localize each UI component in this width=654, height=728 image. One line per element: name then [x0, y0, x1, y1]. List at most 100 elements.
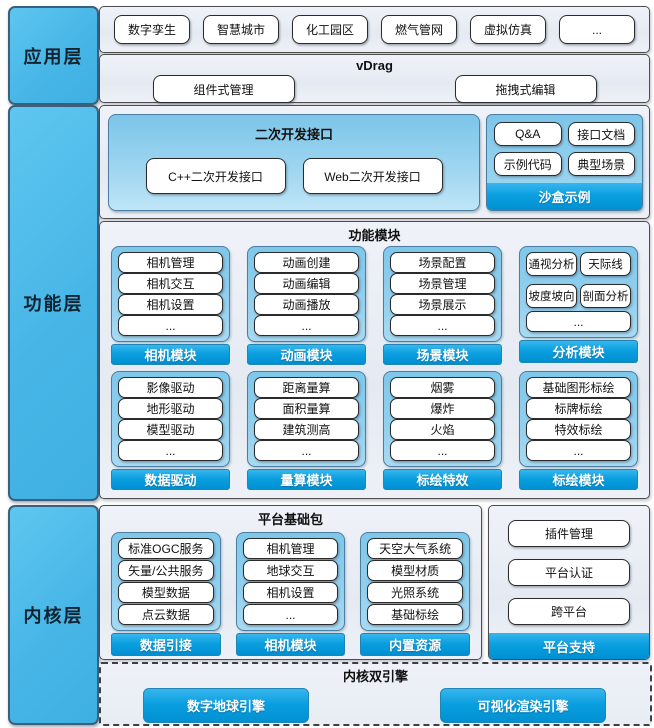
- module-item: 标准OGC服务: [118, 538, 214, 559]
- support-item-cross-platform: 跨平台: [508, 598, 630, 625]
- platform-base-modules: 标准OGC服务 矢量/公共服务 模型数据 点云数据 数据引接 相机管理 地球交互…: [111, 532, 470, 656]
- module-item: 场景管理: [390, 273, 495, 294]
- module-item: 模型驱动: [118, 419, 223, 440]
- function-modules-row2: 影像驱动 地形驱动 模型驱动 ... 数据驱动 距离量算 面积量算 建筑测高 .…: [111, 371, 638, 490]
- app-chip-digital-twin: 数字孪生: [114, 15, 190, 44]
- module-item: 天际线: [580, 252, 631, 276]
- dual-engine-panel: 内核双引擎 数字地球引擎 可视化渲染引擎: [99, 662, 652, 726]
- app-chip-chemical-park: 化工园区: [292, 15, 368, 44]
- layer-label-application: 应用层: [8, 6, 99, 105]
- module-item: 动画创建: [254, 252, 359, 273]
- module-item: 地球交互: [242, 560, 339, 581]
- module-item: 剖面分析: [580, 284, 631, 308]
- module-item: 光照系统: [367, 582, 463, 603]
- sandbox-footer: 沙盒示例: [487, 183, 642, 210]
- module-footer-plot-effects: 标绘特效: [383, 469, 502, 490]
- module-footer-measurement: 量算模块: [247, 469, 366, 490]
- module-item-more: ...: [390, 315, 495, 336]
- module-footer-data-access: 数据引接: [111, 633, 221, 656]
- module-item: 场景展示: [390, 294, 495, 315]
- vdrag-items: 组件式管理 拖拽式编辑: [100, 75, 649, 103]
- app-chip-virtual-simulation: 虚拟仿真: [470, 15, 546, 44]
- sdk-box: 二次开发接口 C++二次开发接口 Web二次开发接口: [108, 114, 480, 211]
- function-modules-panel: 功能模块 相机管理 相机交互 相机设置 ... 相机模块 动画创建 动画编辑 动…: [99, 221, 650, 499]
- layer-label-function: 功能层: [8, 105, 99, 501]
- sdk-item-web: Web二次开发接口: [302, 158, 443, 194]
- development-panel: 二次开发接口 C++二次开发接口 Web二次开发接口 Q&A 接口文档 示例代码…: [99, 105, 650, 219]
- module-footer-scene: 场景模块: [383, 344, 502, 365]
- engine-visual-rendering: 可视化渲染引擎: [440, 688, 606, 723]
- module-item-more: ...: [118, 440, 223, 461]
- module-item: 地形驱动: [118, 398, 223, 419]
- module-footer-animation: 动画模块: [247, 344, 366, 365]
- module-item: 动画编辑: [254, 273, 359, 294]
- sandbox-item-api-docs: 接口文档: [567, 122, 635, 146]
- module-item: 矢量/公共服务: [118, 560, 214, 581]
- module-data-access: 标准OGC服务 矢量/公共服务 模型数据 点云数据 数据引接: [111, 532, 221, 656]
- platform-base-panel: 平台基础包 标准OGC服务 矢量/公共服务 模型数据 点云数据 数据引接 相机管…: [99, 505, 482, 660]
- support-item-platform-auth: 平台认证: [508, 559, 630, 586]
- module-item: 点云数据: [118, 604, 214, 625]
- sandbox-item-qa: Q&A: [494, 122, 562, 146]
- module-footer-analysis: 分析模块: [519, 340, 638, 363]
- module-kernel-camera: 相机管理 地球交互 相机设置 ... 相机模块: [235, 532, 346, 656]
- module-item: 建筑测高: [254, 419, 359, 440]
- module-builtin-resources: 天空大气系统 模型材质 光照系统 基础标绘 内置资源: [360, 532, 470, 656]
- sandbox-item-typical-scene: 典型场景: [567, 152, 635, 176]
- platform-support-footer: 平台支持: [489, 633, 649, 659]
- app-chip-more: ...: [559, 15, 635, 44]
- module-camera: 相机管理 相机交互 相机设置 ... 相机模块: [111, 246, 230, 365]
- module-item: 火焰: [390, 419, 495, 440]
- module-item: 面积量算: [254, 398, 359, 419]
- module-item-more: ...: [118, 315, 223, 336]
- engine-row: 数字地球引擎 可视化渲染引擎: [101, 688, 650, 723]
- function-modules-row1: 相机管理 相机交互 相机设置 ... 相机模块 动画创建 动画编辑 动画播放 .…: [111, 246, 638, 365]
- module-item: 影像驱动: [118, 377, 223, 398]
- module-item: 天空大气系统: [367, 538, 463, 559]
- module-item-more: ...: [526, 311, 631, 332]
- module-item: 相机设置: [242, 582, 339, 603]
- module-item-more: ...: [526, 440, 631, 461]
- module-item: 标牌标绘: [526, 398, 631, 419]
- module-scene: 场景配置 场景管理 场景展示 ... 场景模块: [383, 246, 502, 365]
- module-footer-builtin-resources: 内置资源: [360, 633, 470, 656]
- module-item: 通视分析: [526, 252, 577, 276]
- module-item: 动画播放: [254, 294, 359, 315]
- module-item: 相机管理: [242, 538, 339, 559]
- module-item: 场景配置: [390, 252, 495, 273]
- sdk-items: C++二次开发接口 Web二次开发接口: [109, 158, 479, 194]
- sdk-title: 二次开发接口: [254, 127, 333, 142]
- vdrag-item-component-management: 组件式管理: [152, 75, 295, 103]
- module-footer-camera: 相机模块: [111, 344, 230, 365]
- module-item-more: ...: [254, 315, 359, 336]
- platform-support-panel: 插件管理 平台认证 跨平台 平台支持: [488, 505, 650, 660]
- sandbox-item-sample-code: 示例代码: [494, 152, 562, 176]
- analysis-grid: 通视分析 天际线 坡度坡向 剖面分析: [526, 252, 631, 308]
- module-animation: 动画创建 动画编辑 动画播放 ... 动画模块: [247, 246, 366, 365]
- sdk-item-cpp: C++二次开发接口: [145, 158, 286, 194]
- module-item: 特效标绘: [526, 419, 631, 440]
- vdrag-panel: vDrag 组件式管理 拖拽式编辑: [99, 54, 650, 103]
- module-item: 坡度坡向: [526, 284, 577, 308]
- vdrag-item-drag-edit: 拖拽式编辑: [454, 75, 597, 103]
- module-item-more: ...: [242, 604, 339, 625]
- module-measurement: 距离量算 面积量算 建筑测高 ... 量算模块: [247, 371, 366, 490]
- app-chip-smart-city: 智慧城市: [203, 15, 279, 44]
- module-item: 模型材质: [367, 560, 463, 581]
- module-item: 基础标绘: [367, 604, 463, 625]
- module-analysis: 通视分析 天际线 坡度坡向 剖面分析 ... 分析模块: [519, 246, 638, 363]
- module-item: 烟雾: [390, 377, 495, 398]
- function-modules-title: 功能模块: [348, 228, 401, 243]
- sandbox-grid: Q&A 接口文档 示例代码 典型场景: [487, 115, 642, 183]
- app-chip-gas-network: 燃气管网: [381, 15, 457, 44]
- module-item: 相机设置: [118, 294, 223, 315]
- module-plotting: 基础图形标绘 标牌标绘 特效标绘 ... 标绘模块: [519, 371, 638, 490]
- module-item-more: ...: [390, 440, 495, 461]
- module-item: 距离量算: [254, 377, 359, 398]
- apps-row: 数字孪生 智慧城市 化工园区 燃气管网 虚拟仿真 ...: [100, 7, 649, 52]
- sandbox-box: Q&A 接口文档 示例代码 典型场景 沙盒示例: [486, 114, 643, 211]
- module-item: 爆炸: [390, 398, 495, 419]
- engine-digital-earth: 数字地球引擎: [143, 688, 309, 723]
- module-item: 相机管理: [118, 252, 223, 273]
